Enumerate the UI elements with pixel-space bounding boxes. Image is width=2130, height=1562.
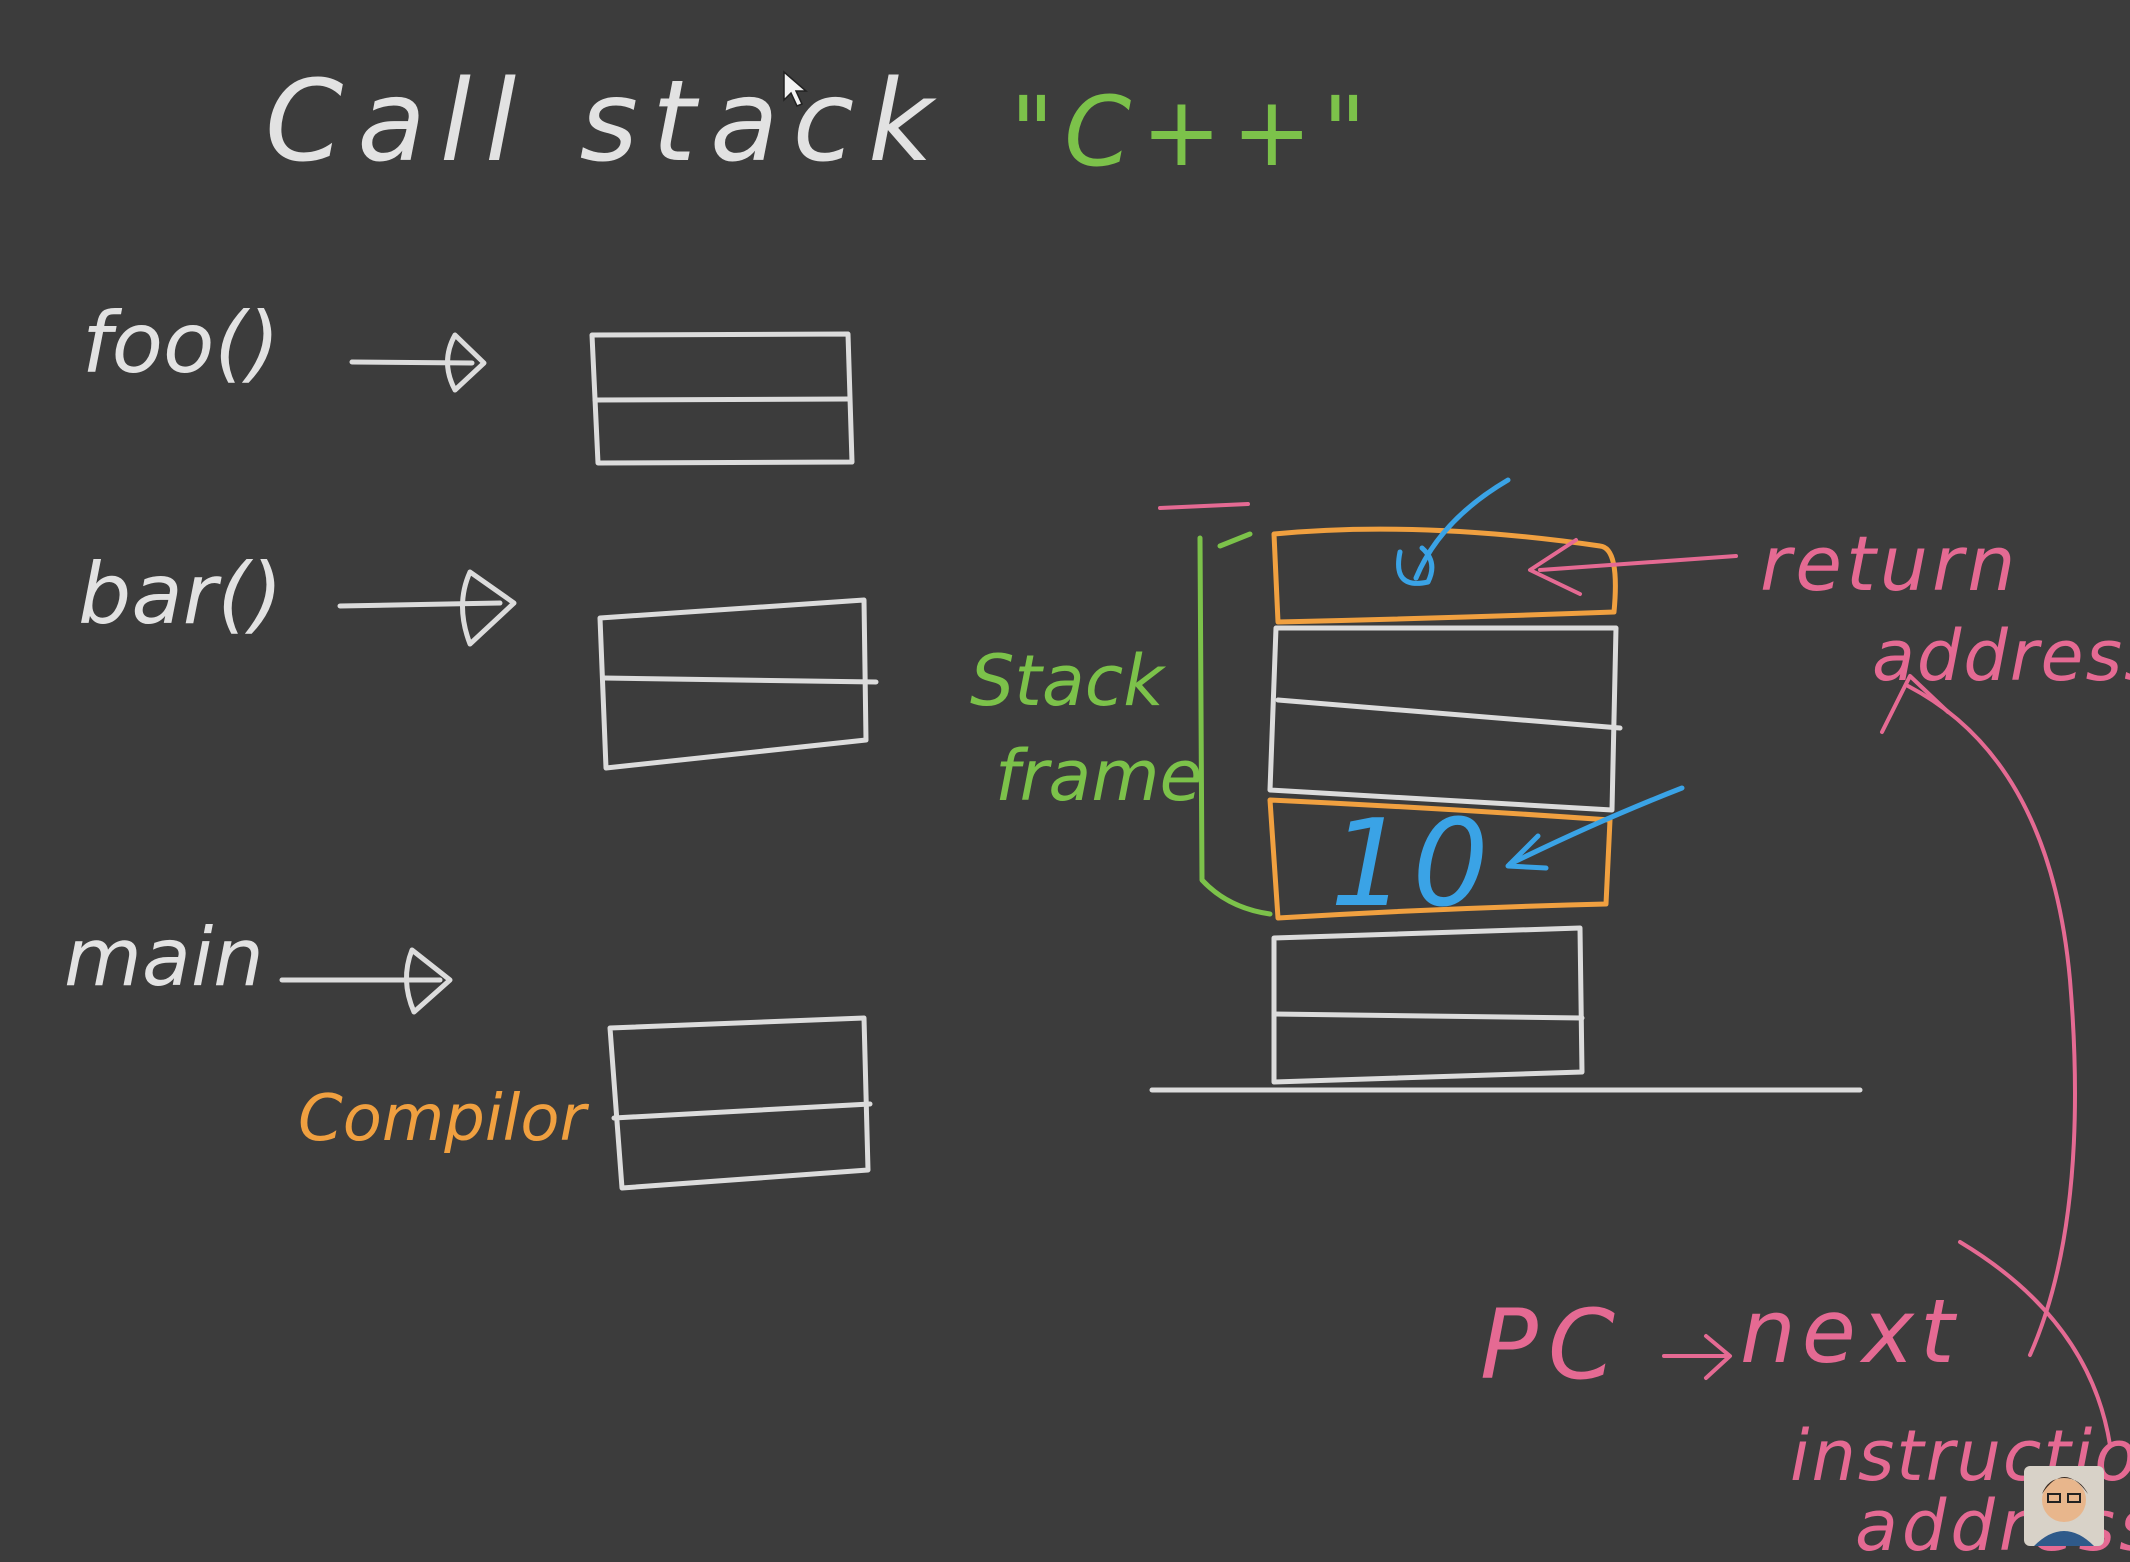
pc-next-label: next [1740, 1280, 1961, 1383]
function-label-foo: foo() [82, 294, 280, 392]
mouse-pointer-icon [783, 70, 809, 107]
presenter-avatar-icon [2024, 1466, 2104, 1546]
stack-top-marker [1158, 502, 1250, 510]
call-stack-diagram: 10 [1149, 526, 1863, 1093]
return-to-pc-curve [1906, 684, 2077, 1357]
function-label-main: main [64, 911, 264, 1004]
function-label-bar: bar() [78, 545, 283, 643]
return-label-line1: return [1760, 519, 2019, 608]
stack-frame-label-line2: frame [995, 735, 1203, 817]
arrow-icon [1662, 1334, 1732, 1380]
return-address-slot [1271, 526, 1618, 625]
compiler-note: Compilor [298, 1082, 590, 1156]
stack-frame-block [1267, 625, 1619, 813]
arrow-icon [1528, 538, 1738, 596]
local-variable-slot [1267, 797, 1613, 921]
return-label-line2: address [1872, 615, 2130, 697]
memory-block-foo [589, 331, 855, 466]
stack-frame-bracket [1197, 531, 1273, 917]
pc-cross-curve [1958, 1240, 2112, 1447]
arrow-icon [337, 569, 517, 647]
memory-block-main [607, 1015, 873, 1191]
language-label: "C++" [1010, 76, 1376, 188]
page-title: Call stack [265, 57, 947, 187]
pc-label: PC [1480, 1289, 1625, 1401]
stack-base-block [1271, 925, 1585, 1085]
arrow-icon [1505, 785, 1685, 871]
arrow-icon [349, 332, 487, 393]
stored-value: 10 [1330, 795, 1495, 934]
memory-block-bar [597, 597, 879, 771]
arrow-icon [1396, 477, 1511, 586]
return-arrowhead [1880, 674, 1950, 734]
stack-frame-label-line1: Stack [970, 640, 1166, 722]
arrow-icon [279, 947, 453, 1015]
